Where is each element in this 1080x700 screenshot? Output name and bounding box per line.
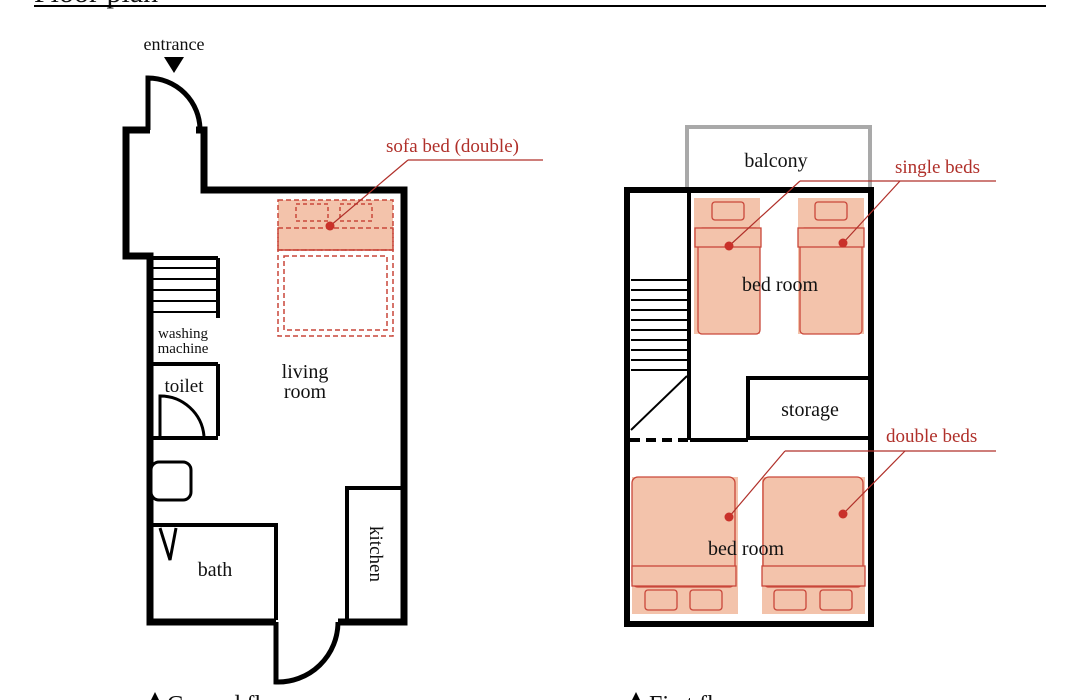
- first-floor-caption-arrow-icon: [632, 692, 640, 700]
- double-bed-right: [761, 476, 866, 614]
- balcony-rail: [685, 125, 872, 190]
- sofa-bed: [277, 199, 394, 337]
- ground-floor: entrance washing machine toilet bath kit…: [122, 34, 543, 700]
- toilet-door[interactable]: [158, 394, 206, 437]
- storage-wall: [746, 376, 868, 440]
- kitchen-wall: [345, 486, 404, 620]
- living-room-label-2: room: [284, 381, 327, 403]
- toilet-label: toilet: [164, 376, 204, 397]
- sofa-bed-callout: sofa bed (double): [325, 136, 543, 231]
- kitchen-label: kitchen: [365, 526, 386, 582]
- first-floor: balcony storage: [624, 125, 996, 700]
- first-floor-caption: First floor: [649, 692, 746, 700]
- washing-machine-label-1: washing: [158, 326, 208, 342]
- bath-wall: [150, 523, 278, 620]
- bath-door[interactable]: [158, 527, 178, 561]
- bath-label: bath: [198, 559, 232, 581]
- back-door[interactable]: [273, 621, 341, 685]
- entrance-arrow-icon: [164, 57, 184, 73]
- single-bed-left: [694, 198, 762, 335]
- single-beds-callout-label: single beds: [895, 157, 980, 178]
- storage-label: storage: [781, 399, 839, 421]
- entrance-label: entrance: [144, 34, 205, 54]
- page-heading: Floor plan: [34, 0, 158, 9]
- washbasin-icon: [149, 460, 193, 502]
- single-bed-right: [797, 198, 865, 335]
- sofa-bed-callout-label: sofa bed (double): [386, 136, 519, 157]
- bed-room-lower-label: bed room: [708, 538, 785, 560]
- ground-floor-caption-arrow-icon: [151, 692, 159, 700]
- double-bed-left: [631, 476, 738, 614]
- balcony-label: balcony: [744, 150, 807, 172]
- first-floor-outer-wall: [624, 187, 874, 627]
- living-room-label-1: living: [282, 361, 329, 383]
- single-beds-callout: single beds: [724, 157, 996, 251]
- double-beds-callout: double beds: [724, 426, 996, 522]
- entrance-door[interactable]: [145, 75, 203, 131]
- ground-floor-stairs[interactable]: [150, 256, 220, 318]
- washing-machine-label-2: machine: [158, 341, 209, 357]
- ground-floor-outer-wall: [122, 126, 408, 626]
- ground-floor-caption: Ground floor: [167, 692, 293, 700]
- double-beds-callout-label: double beds: [886, 426, 977, 447]
- bed-room-upper-label: bed room: [742, 274, 819, 296]
- first-floor-stairs[interactable]: [630, 279, 688, 431]
